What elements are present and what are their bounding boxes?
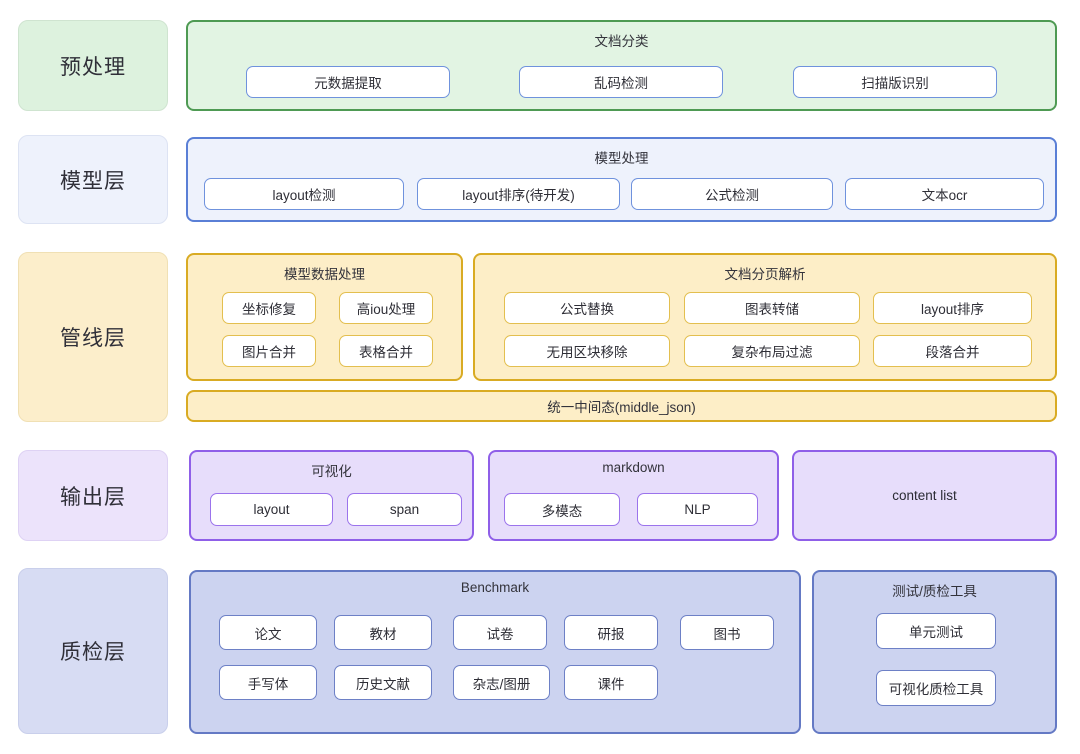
group-title: 模型处理 bbox=[594, 151, 649, 166]
chip-layout-ordering[interactable]: layout排序 bbox=[873, 292, 1032, 324]
layer-label-preprocess: 预处理 bbox=[18, 20, 168, 111]
chip-table-merge[interactable]: 表格合并 bbox=[339, 335, 433, 367]
group-title: 文档分页解析 bbox=[724, 267, 806, 282]
layer-label-model: 模型层 bbox=[18, 135, 168, 224]
group-document-classification: 文档分类 元数据提取 乱码检测 扫描版识别 bbox=[186, 20, 1057, 111]
layer-label-pipeline: 管线层 bbox=[18, 252, 168, 422]
chip-metadata-extraction[interactable]: 元数据提取 bbox=[246, 66, 450, 98]
group-markdown: markdown 多模态 NLP bbox=[488, 450, 779, 541]
chip-formula-detection[interactable]: 公式检测 bbox=[631, 178, 833, 210]
layer-label-text: 质检层 bbox=[60, 641, 126, 664]
group-title: content list bbox=[892, 488, 957, 503]
chip-high-iou-processing[interactable]: 高iou处理 bbox=[339, 292, 433, 324]
chip-text-ocr[interactable]: 文本ocr bbox=[845, 178, 1044, 210]
group-title: 测试/质检工具 bbox=[892, 584, 977, 599]
group-testing-qa-tools: 测试/质检工具 单元测试 可视化质检工具 bbox=[812, 570, 1057, 734]
layer-label-qa: 质检层 bbox=[18, 568, 168, 734]
chip-research-report[interactable]: 研报 bbox=[564, 615, 658, 650]
chip-garbled-detection[interactable]: 乱码检测 bbox=[519, 66, 723, 98]
group-title: markdown bbox=[602, 460, 665, 475]
group-title: 可视化 bbox=[311, 464, 352, 479]
chip-layout-ordering-todo[interactable]: layout排序(待开发) bbox=[417, 178, 620, 210]
group-document-page-parsing: 文档分页解析 公式替换 图表转储 layout排序 无用区块移除 复杂布局过滤 … bbox=[473, 253, 1057, 381]
group-model-data-processing: 模型数据处理 坐标修复 高iou处理 图片合并 表格合并 bbox=[186, 253, 463, 381]
chip-thesis[interactable]: 论文 bbox=[219, 615, 317, 650]
group-model-processing: 模型处理 layout检测 layout排序(待开发) 公式检测 文本ocr bbox=[186, 137, 1057, 222]
chip-span[interactable]: span bbox=[347, 493, 462, 526]
chip-coordinate-fix[interactable]: 坐标修复 bbox=[222, 292, 316, 324]
group-title: 模型数据处理 bbox=[284, 267, 365, 282]
layer-label-text: 管线层 bbox=[60, 327, 126, 350]
layer-label-text: 输出层 bbox=[60, 485, 126, 509]
chip-historical-documents[interactable]: 历史文献 bbox=[334, 665, 432, 700]
chip-layout-detection[interactable]: layout检测 bbox=[204, 178, 404, 210]
chip-unit-test[interactable]: 单元测试 bbox=[876, 613, 996, 649]
chip-handwriting[interactable]: 手写体 bbox=[219, 665, 317, 700]
layer-label-text: 预处理 bbox=[60, 55, 126, 79]
chip-useless-block-removal[interactable]: 无用区块移除 bbox=[504, 335, 670, 367]
chip-nlp[interactable]: NLP bbox=[637, 493, 758, 526]
chip-visual-qa-tool[interactable]: 可视化质检工具 bbox=[876, 670, 996, 706]
chip-books[interactable]: 图书 bbox=[680, 615, 774, 650]
group-content-list: content list bbox=[792, 450, 1057, 541]
chip-image-merge[interactable]: 图片合并 bbox=[222, 335, 316, 367]
chip-complex-layout-filter[interactable]: 复杂布局过滤 bbox=[684, 335, 860, 367]
chip-multimodal[interactable]: 多模态 bbox=[504, 493, 620, 526]
chip-courseware[interactable]: 课件 bbox=[564, 665, 658, 700]
group-title: Benchmark bbox=[460, 580, 530, 595]
chip-scanned-recognition[interactable]: 扫描版识别 bbox=[793, 66, 997, 98]
layer-label-output: 输出层 bbox=[18, 450, 168, 541]
chip-paragraph-merge[interactable]: 段落合并 bbox=[873, 335, 1032, 367]
group-visualization: 可视化 layout span bbox=[189, 450, 474, 541]
chip-chart-storage[interactable]: 图表转储 bbox=[684, 292, 860, 324]
group-title: 文档分类 bbox=[594, 34, 649, 49]
chip-formula-replacement[interactable]: 公式替换 bbox=[504, 292, 670, 324]
chip-exam-paper[interactable]: 试卷 bbox=[453, 615, 547, 650]
chip-layout[interactable]: layout bbox=[210, 493, 333, 526]
chip-magazine-album[interactable]: 杂志/图册 bbox=[453, 665, 550, 700]
bar-unified-middle-json: 统一中间态(middle_json) bbox=[186, 390, 1057, 422]
layer-label-text: 模型层 bbox=[60, 169, 126, 193]
group-benchmark: Benchmark 论文 教材 试卷 研报 图书 手写体 历史文献 杂志/图册 … bbox=[189, 570, 801, 734]
chip-textbook[interactable]: 教材 bbox=[334, 615, 432, 650]
